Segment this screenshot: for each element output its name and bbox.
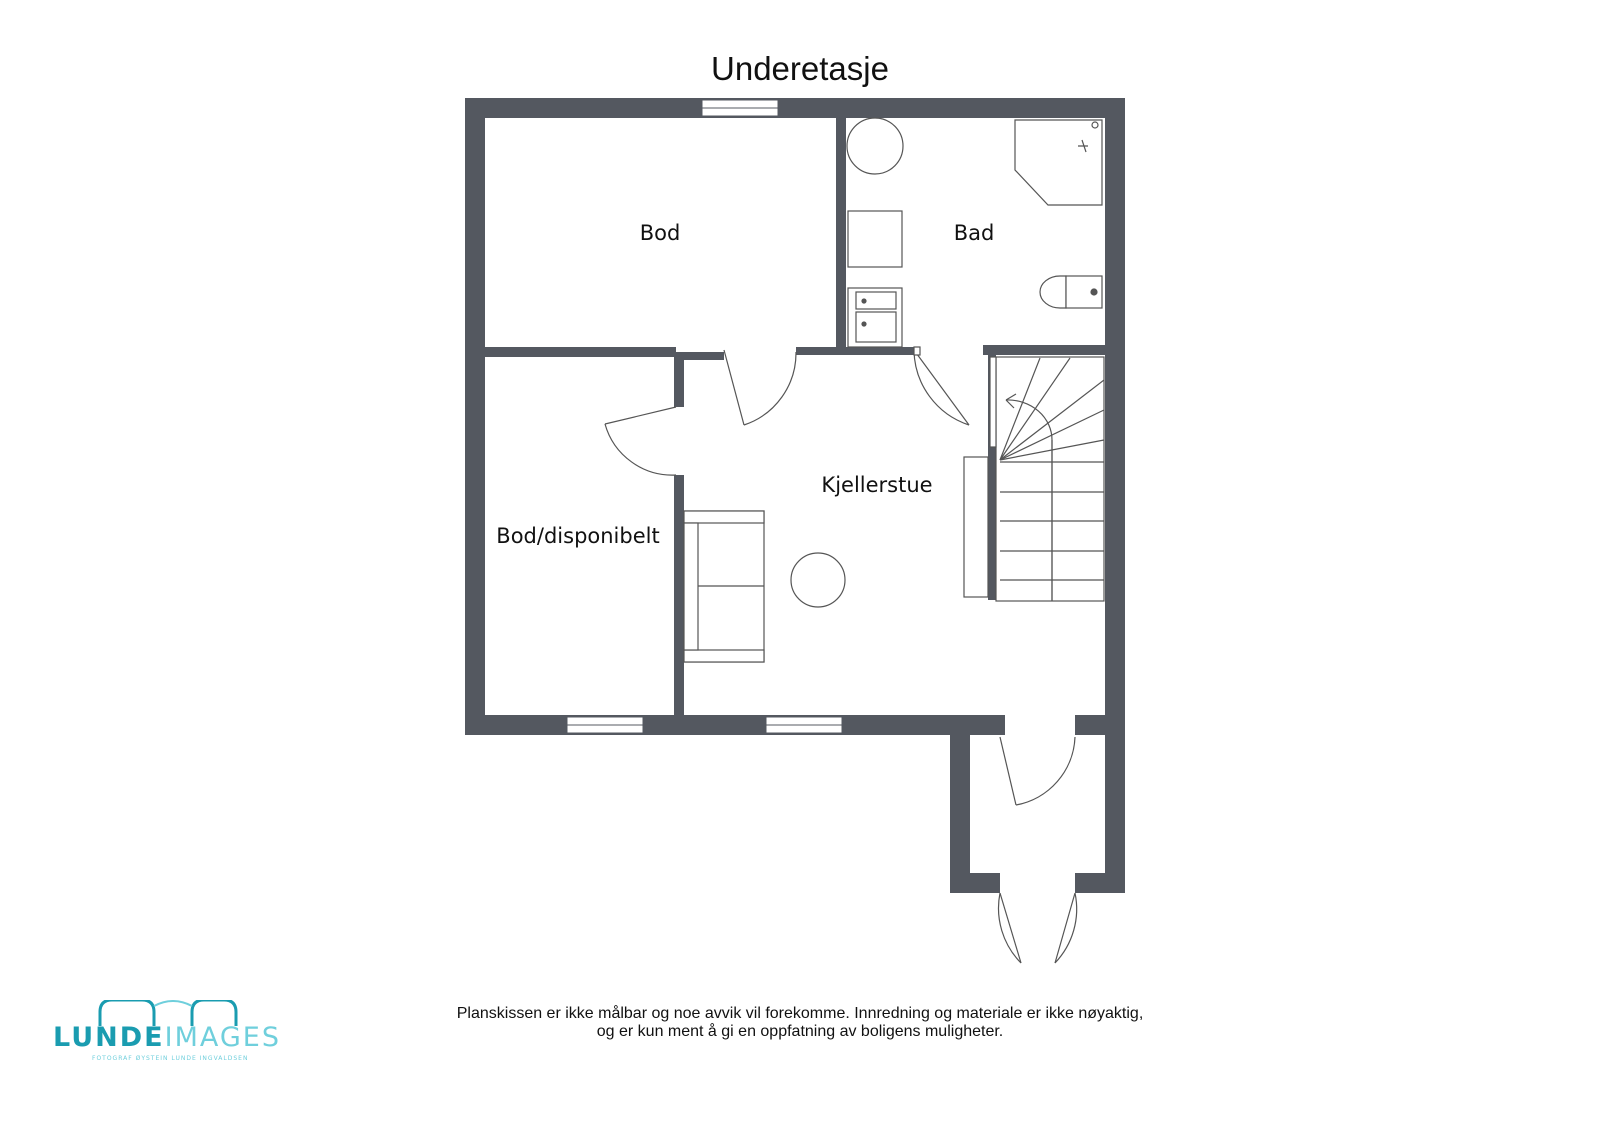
room-label-bad: Bad [954, 221, 995, 245]
washing-machine [847, 210, 903, 268]
logo-subtitle: FOTOGRAF ØYSTEIN LUNDE INGVALDSEN [92, 1055, 249, 1062]
living-furniture [683, 510, 846, 663]
round-fixture [846, 117, 904, 175]
bathroom-fixtures [846, 117, 1103, 348]
shower [1014, 119, 1103, 206]
company-logo: LUNDEIMAGES FOTOGRAF ØYSTEIN LUNDE INGVA… [50, 1000, 290, 1070]
logo-word-bold: LUNDE [53, 1022, 165, 1053]
logo-arches-icon [98, 1000, 238, 1026]
stairs [963, 356, 1105, 602]
room-label-bod: Bod [640, 221, 681, 245]
disclaimer: Planskissen er ikke målbar og noe avvik … [360, 1005, 1240, 1041]
sofa [683, 510, 765, 663]
windows [566, 99, 843, 734]
logo-wordmark: LUNDEIMAGES [53, 1022, 281, 1053]
coffee-table [790, 552, 846, 608]
disclaimer-line-2: og er kun ment å gi en oppfatning av bol… [596, 1023, 1004, 1040]
logo-word-light: IMAGES [164, 1022, 281, 1053]
disclaimer-line-1: Planskissen er ikke målbar og noe avvik … [456, 1005, 1144, 1022]
plan-title: Underetasje [711, 50, 889, 87]
vestibule-walls [950, 735, 1125, 893]
interior-walls [485, 118, 1105, 715]
toilet [1039, 275, 1103, 309]
room-label-bod-disponibelt: Bod/disponibelt [496, 524, 659, 548]
room-label-kjellerstue: Kjellerstue [821, 473, 932, 497]
doors [604, 346, 1078, 964]
